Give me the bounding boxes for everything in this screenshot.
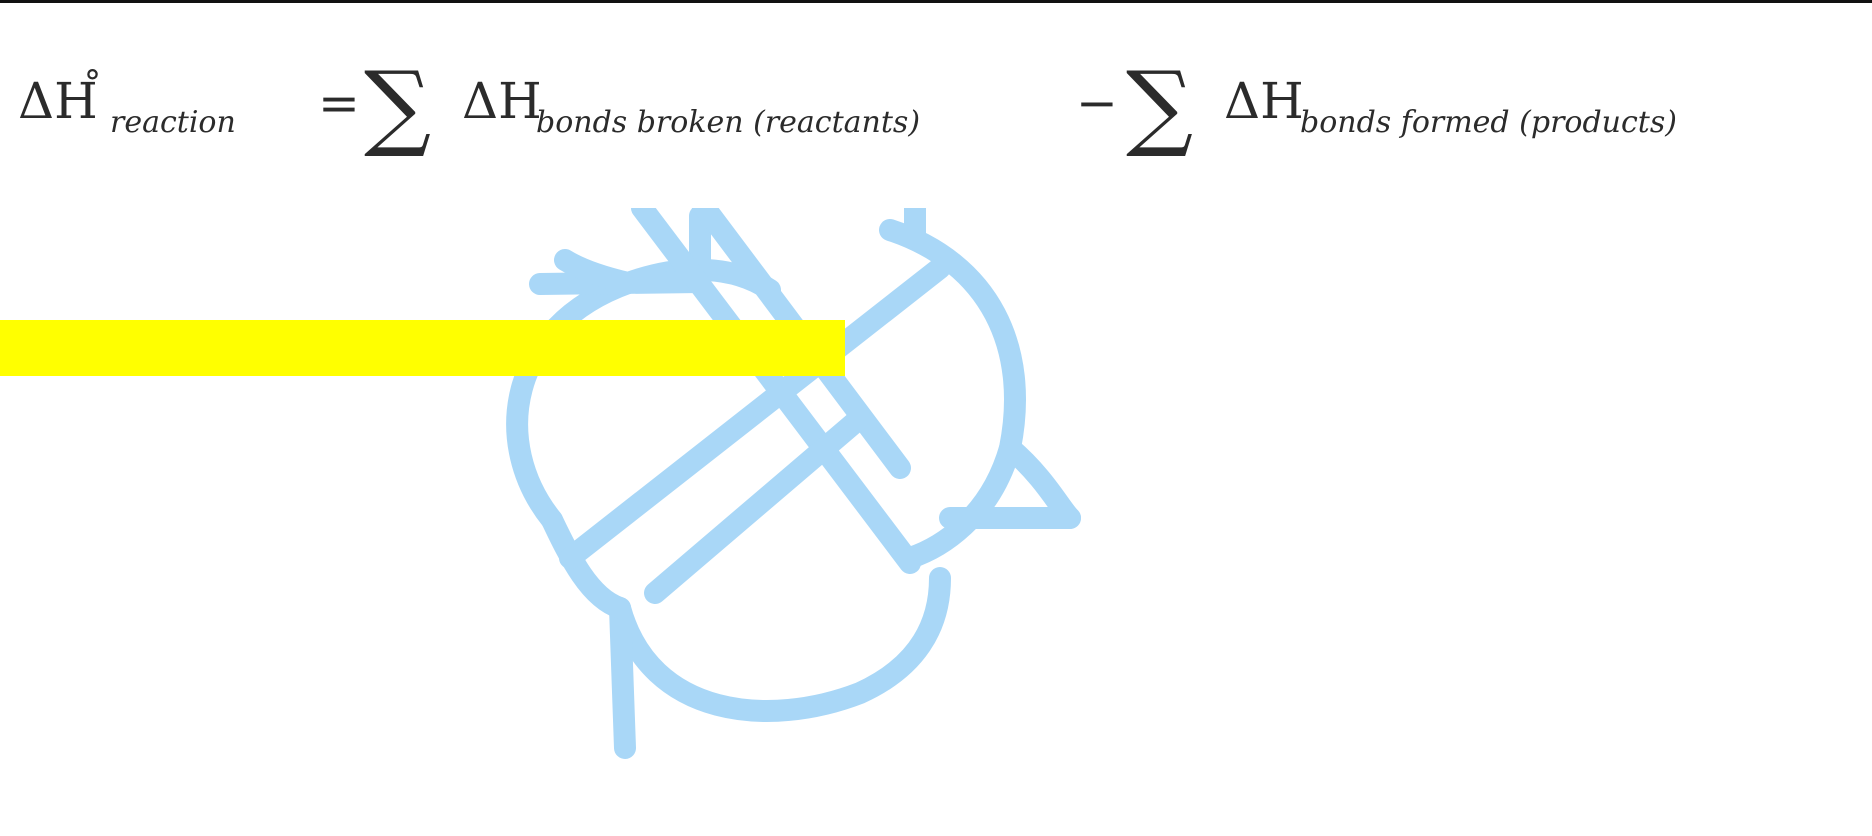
enthalpy-equation: ΔH ° reaction = ∑ ΔH bonds broken (react…: [18, 60, 1868, 208]
term2-subscript: bonds formed (products): [1300, 105, 1677, 140]
circular-arrows-cross-logo-icon: [506, 208, 1081, 759]
minus-sign: −: [1076, 74, 1118, 132]
yellow-highlight-bar: [0, 320, 845, 376]
equals-sign: =: [318, 74, 360, 132]
term2-delta-h: ΔH: [1224, 72, 1304, 130]
summation-symbol-1: ∑: [364, 52, 432, 161]
lhs-degree-symbol: °: [84, 63, 101, 103]
term1-subscript: bonds broken (reactants): [536, 105, 921, 140]
lhs-delta-h: ΔH: [18, 72, 98, 130]
lhs-subscript: reaction: [110, 105, 236, 140]
top-border-rule: [0, 0, 1872, 3]
summation-symbol-2: ∑: [1126, 52, 1194, 161]
term1-delta-h: ΔH: [462, 72, 542, 130]
